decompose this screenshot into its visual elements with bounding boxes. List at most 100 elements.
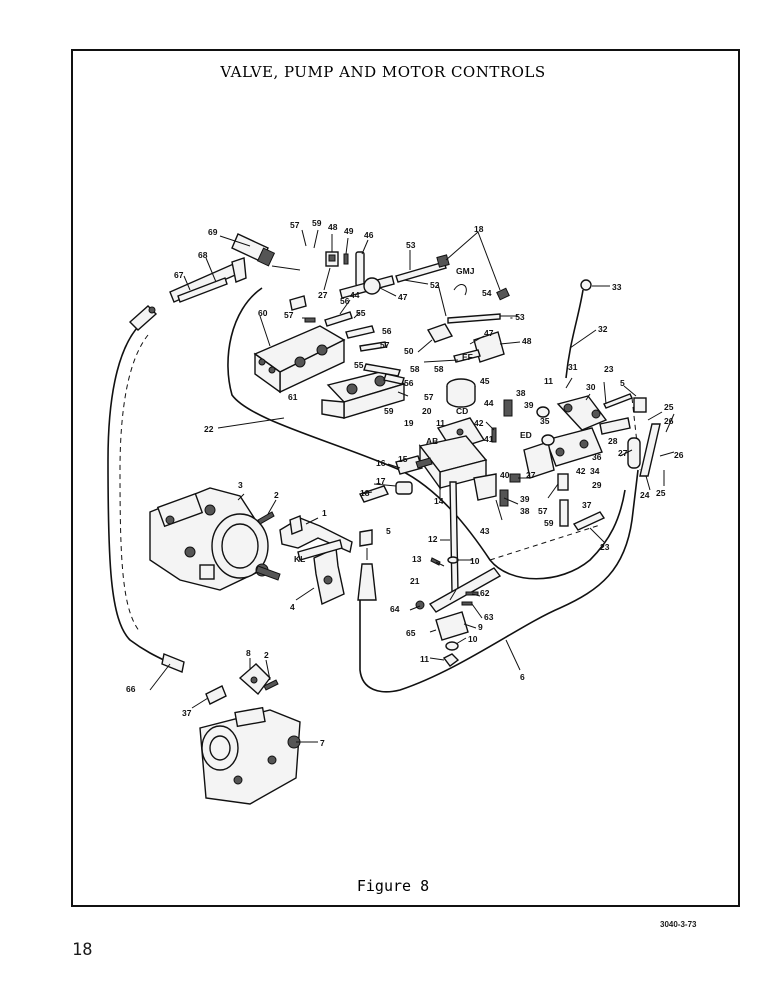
leader-lines [149,229,675,743]
rod-53-right [447,313,501,324]
lever-8 [238,663,271,696]
callout-59-b: 59 [384,406,394,416]
callout-3: 3 [238,480,243,490]
callout-31: 31 [568,362,578,372]
callout-55-a: 55 [356,308,366,318]
callout-30: 30 [586,382,596,392]
rod-end-6-left [357,548,377,601]
callout-48-b: 48 [522,336,532,346]
fitting-37 [557,473,569,491]
lever-28 [599,417,631,435]
callout-28: 28 [608,436,618,446]
callout-57-d: 57 [424,392,434,402]
spring-54 [453,284,510,301]
cable-6 [359,469,639,693]
callout-48-a: 48 [328,222,338,232]
callout-18-b: 18 [360,488,370,498]
callout-10-a: 10 [470,556,480,566]
bracket-36-34 [545,427,603,467]
callout-57-b: 57 [284,310,294,320]
callout-67: 67 [174,270,184,280]
pin-41 [491,427,497,443]
callout-11-c: 11 [420,654,429,664]
callout-16: 16 [376,458,386,468]
figure-caption: Figure 8 [357,877,429,895]
bushings-11-35 [536,406,555,446]
page-number: 18 [72,940,93,960]
lever-47-top [339,275,395,299]
callout-12: 12 [428,534,438,544]
callout-27-c: 27 [526,470,536,480]
callout-2-b: 2 [264,650,269,660]
bracket-43 [473,473,497,501]
block-48-ef [453,331,505,363]
callout-24: 24 [640,490,650,500]
cable-66 [107,319,181,669]
rod-23 [603,393,633,409]
fitting-69 [231,233,301,271]
callout-8: 8 [246,648,251,658]
bellcrank-30 [556,395,608,431]
spring-38-39 [499,399,513,507]
shaft-46 [355,251,365,287]
callout-57-e: 57 [538,506,548,516]
callout-57-a: 57 [290,220,300,230]
fitting-37-left [205,685,227,705]
block-50 [426,323,454,343]
callout-20: 20 [422,406,432,416]
valve-body-ab [418,435,488,491]
callout-42-b: 42 [576,466,586,476]
callout-21: 21 [410,576,420,586]
link-55-57 [289,295,387,352]
callout-44-b: 44 [484,398,494,408]
callout-ab: AB [426,436,438,446]
callout-60: 60 [258,308,268,318]
callout-26-a: 26 [664,416,674,426]
callout-18-a: 18 [474,224,484,234]
callout-61: 61 [288,392,298,402]
cable-end-66-top [128,305,158,331]
spring-18-top [395,254,450,283]
callout-62: 62 [480,588,490,598]
callout-17: 17 [376,476,386,486]
callout-25-a: 25 [664,402,674,412]
callout-labels: 69 68 67 57 59 48 49 46 53 18 GMJ 27 44 … [126,218,684,748]
callout-44-a: 44 [350,290,360,300]
block-9-65 [435,611,469,641]
figure-border [71,49,740,907]
figure-title: VALVE, PUMP AND MOTOR CONTROLS [219,63,545,81]
callout-33: 33 [612,282,622,292]
callout-65: 65 [406,628,416,638]
callout-32: 32 [598,324,608,334]
callout-59-a: 59 [312,218,322,228]
callout-41: 41 [484,434,494,444]
rod-68 [177,277,228,303]
callout-cd: CD [456,406,468,416]
cable-end-23-bottom [572,511,606,531]
callout-1: 1 [322,508,327,518]
callout-ed: ED [520,430,532,440]
callout-29: 29 [592,480,602,490]
links-55-56-58 [363,363,409,397]
cable-32 [565,279,592,379]
callout-42-a: 42 [474,418,484,428]
callout-9: 9 [478,622,483,632]
bracket-4 [297,539,345,606]
pin-13 [430,557,441,566]
callout-59-c: 59 [544,518,554,528]
callout-69: 69 [208,227,218,237]
yoke-5 [633,397,647,413]
callout-37-b: 37 [182,708,192,718]
callout-6: 6 [520,672,525,682]
rod-end-23-26 [627,437,641,469]
callout-4: 4 [290,602,295,612]
callout-63: 63 [484,612,494,622]
callout-64: 64 [390,604,400,614]
clevis-48-top [325,251,339,267]
callout-56-b: 56 [382,326,392,336]
callout-58-a: 58 [410,364,420,374]
callout-14: 14 [434,496,444,506]
yoke-5-left [359,529,373,547]
callout-68: 68 [198,250,208,260]
